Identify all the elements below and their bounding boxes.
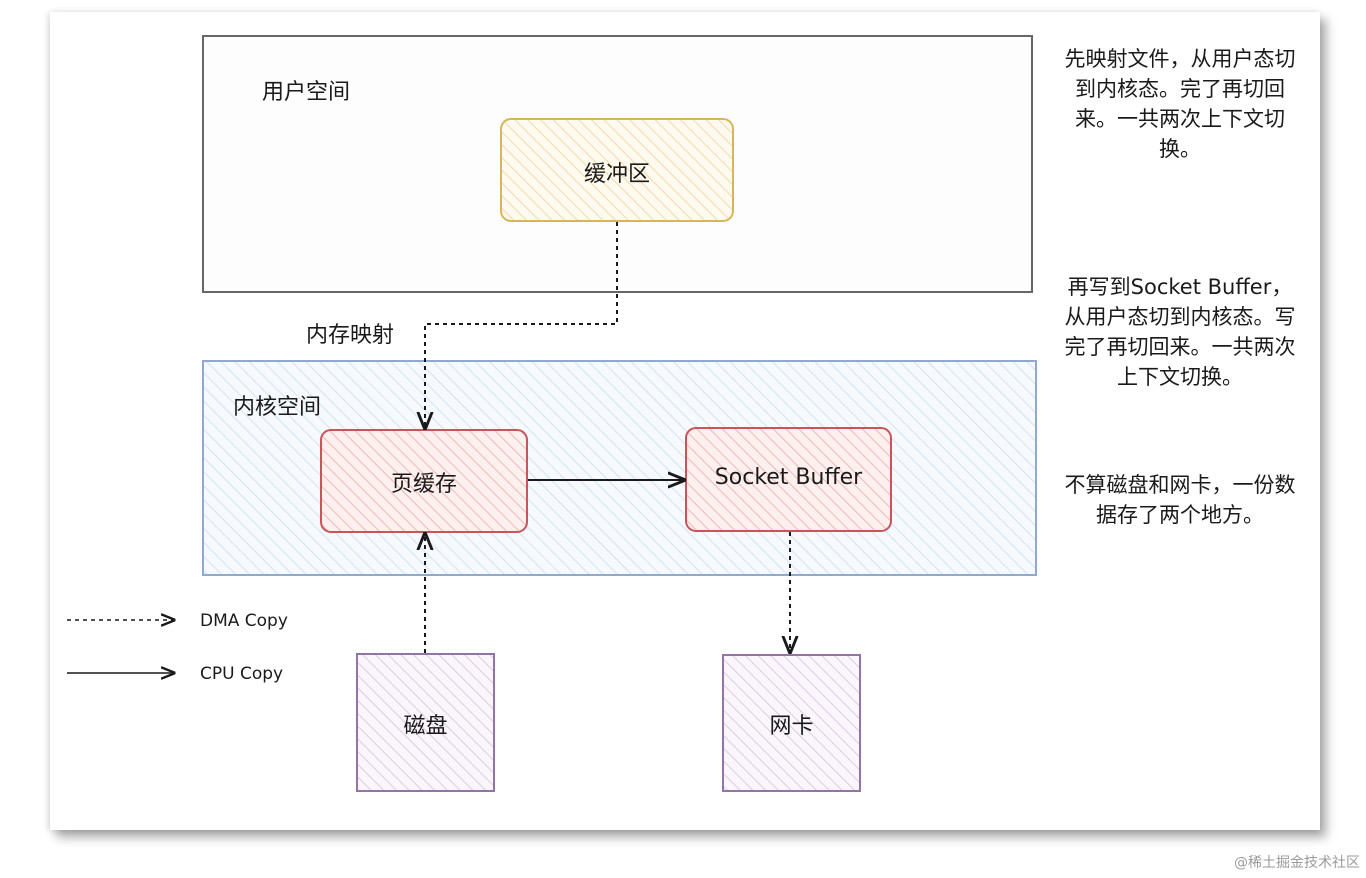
watermark: @稀土掘金技术社区 — [1234, 855, 1360, 871]
note-mmap: 先映射文件，从用户态切到内核态。完了再切回来。一共两次上下文切换。 — [1064, 47, 1296, 161]
kernel-space-label: 内核空间 — [233, 395, 322, 420]
mmap-edge — [425, 222, 618, 428]
nic-label: 网卡 — [769, 714, 814, 739]
socket-buffer-label: Socket Buffer — [714, 465, 863, 490]
user-space-label: 用户空间 — [262, 80, 351, 105]
note-copies: 不算磁盘和网卡，一份数据存了两个地方。 — [1064, 473, 1296, 527]
disk-label: 磁盘 — [403, 714, 448, 739]
legend-cpu-label: CPU Copy — [200, 664, 284, 684]
socket-buffer-box — [685, 427, 892, 532]
mmap-edge-label: 内存映射 — [304, 317, 397, 349]
buffer-label: 缓冲区 — [583, 162, 650, 187]
page-cache-label: 页缓存 — [390, 472, 457, 497]
legend-dma-label: DMA Copy — [200, 611, 288, 631]
page-cache-box — [320, 429, 528, 533]
buffer-box — [500, 118, 734, 222]
note-write-socket: 再写到Socket Buffer，从用户态切到内核态。写完了再切回来。一共两次上… — [1064, 275, 1296, 389]
nic-box — [722, 654, 861, 792]
disk-box — [356, 653, 495, 792]
